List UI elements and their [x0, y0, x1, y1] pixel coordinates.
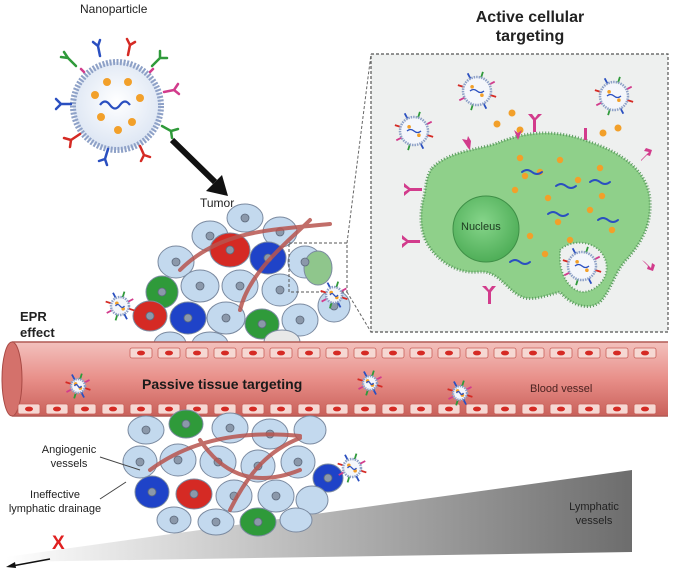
endothelial-cell: [549, 347, 573, 359]
active-targeting-title: Active cellular targeting: [450, 8, 610, 46]
zoom-region-box: [288, 242, 348, 293]
endothelial-cell: [521, 403, 545, 415]
endothelial-cell: [605, 347, 629, 359]
endothelial-cell: [129, 347, 153, 359]
endothelial-cell: [297, 403, 321, 415]
endothelial-cell: [465, 347, 489, 359]
extravasated-nanoparticles: [105, 281, 367, 483]
angiogenic-capillaries: [148, 432, 302, 512]
lymphatic-vessels-label: Lymphatic vessels: [556, 500, 632, 528]
endothelial-cell: [185, 347, 209, 359]
endothelial-cell: [157, 347, 181, 359]
zoom-guide-line-top: [346, 53, 372, 244]
nanoparticle-cargo: [91, 78, 144, 134]
small-nanoparticle: [394, 111, 434, 151]
nanoparticle-label: Nanoparticle: [80, 2, 148, 16]
endothelial-cell: [437, 403, 461, 415]
small-nanoparticle: [357, 370, 383, 396]
endothelial-cell: [353, 403, 377, 415]
zoom-guide-line-bottom: [346, 291, 372, 333]
epr-effect-label: EPR effect: [20, 309, 55, 341]
endothelial-cell: [297, 347, 321, 359]
endothelial-cell: [633, 347, 657, 359]
ineffective-drainage-label: Ineffective lymphatic drainage: [2, 488, 108, 516]
nanoparticle-payload-strand: [99, 100, 131, 110]
endothelial-cell: [269, 347, 293, 359]
small-nanoparticle: [562, 246, 602, 286]
endothelial-cell: [409, 347, 433, 359]
endothelial-cell: [605, 403, 629, 415]
small-nanoparticle: [65, 373, 91, 399]
endothelial-cell: [633, 403, 657, 415]
endothelial-cell: [129, 403, 153, 415]
endothelial-cell: [381, 347, 405, 359]
circulating-nanoparticles: [65, 370, 473, 406]
small-nanoparticle: [320, 281, 348, 309]
epr-effect-line2: effect: [20, 325, 55, 340]
endothelial-cell: [325, 347, 349, 359]
endothelial-cell: [465, 403, 489, 415]
released-strands: [509, 169, 619, 265]
free-cargo: [493, 109, 622, 137]
inset-nanoparticles: [394, 71, 634, 286]
active-targeting-title-line2: targeting: [495, 28, 565, 45]
blocked-drainage-x: X: [52, 533, 65, 554]
endothelial-cell: [493, 403, 517, 415]
tumor-lower: [122, 409, 344, 537]
angiogenic-line2: vessels: [50, 458, 88, 470]
nanoparticle-ligands: [54, 37, 181, 167]
angiogenic-vessels-label: Angiogenic vessels: [30, 443, 108, 471]
endothelial-cell: [381, 403, 405, 415]
tumor-label: Tumor: [200, 196, 235, 210]
blocked-drainage-arrow: [6, 558, 51, 568]
endothelial-cell: [213, 403, 237, 415]
endothelial-cell: [241, 403, 265, 415]
tumor-upper-capillaries: [178, 218, 332, 312]
endothelial-cell: [549, 403, 573, 415]
passive-targeting-label: Passive tissue targeting: [142, 376, 303, 392]
small-nanoparticle: [594, 76, 634, 116]
endothelial-cell: [241, 347, 265, 359]
lymphatic-vessel: [6, 470, 632, 562]
small-nanoparticle: [447, 380, 473, 406]
lymphatic-line1: Lymphatic: [569, 501, 619, 513]
nanoparticle-shell: [70, 59, 164, 153]
blood-vessel: [1, 341, 668, 417]
small-nanoparticle: [457, 71, 497, 111]
vessel-tube: [12, 342, 668, 416]
endothelial-cell: [521, 347, 545, 359]
nucleus-label: Nucleus: [461, 221, 501, 233]
endothelial-cell: [269, 403, 293, 415]
endothelial-cell: [437, 347, 461, 359]
ineffective-line1: Ineffective: [30, 489, 80, 501]
ineffective-line2: lymphatic drainage: [8, 503, 102, 515]
blood-vessel-label: Blood vessel: [530, 383, 593, 395]
small-nanoparticle: [105, 291, 135, 321]
endothelial-cell: [353, 347, 377, 359]
active-targeting-title-line1: Active cellular: [475, 9, 585, 26]
pointer-lines: [99, 456, 141, 500]
endothelial-cell: [73, 403, 97, 415]
nucleus: [452, 195, 520, 263]
endothelial-cell: [213, 347, 237, 359]
lymphatic-line2: vessels: [575, 515, 613, 527]
endothelial-cell: [157, 403, 181, 415]
membrane-receptors: [402, 114, 655, 304]
small-nanoparticle: [337, 453, 367, 483]
endothelial-cell: [493, 347, 517, 359]
endothelial-cell: [577, 403, 601, 415]
endothelial-cell: [45, 403, 69, 415]
endothelial-cell: [325, 403, 349, 415]
endothelial-cell: [577, 347, 601, 359]
angiogenic-line1: Angiogenic: [41, 444, 97, 456]
endothelial-cell: [101, 403, 125, 415]
endothelial-cell: [17, 403, 41, 415]
delivery-arrow: [169, 137, 228, 196]
nanoparticle: [54, 37, 181, 167]
epr-effect-line1: EPR: [20, 309, 47, 324]
tumor-upper-nuclei: [145, 213, 339, 329]
endothelial-cell: [409, 403, 433, 415]
